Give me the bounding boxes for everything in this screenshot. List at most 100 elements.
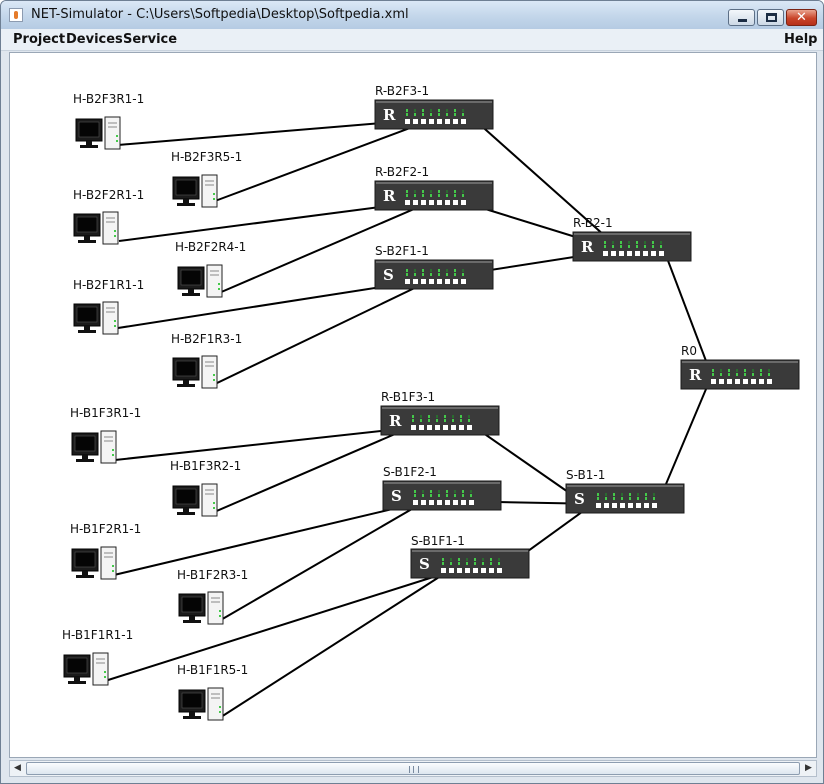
status-led: [420, 415, 422, 418]
horizontal-scrollbar[interactable]: ◀ ▶: [9, 760, 817, 777]
device-r-b2f2-1[interactable]: R: [374, 180, 494, 211]
device-label: R-B2-1: [573, 216, 613, 230]
host-h-b2f2r1-1[interactable]: [73, 211, 119, 245]
host-h-b2f2r4-1[interactable]: [177, 264, 223, 298]
device-s-b2f1-1[interactable]: S: [374, 259, 494, 290]
port: [453, 279, 458, 284]
device-r-b1f3-1[interactable]: R: [380, 405, 500, 436]
host-h-b1f1r1-1[interactable]: [63, 652, 109, 686]
status-led: [428, 419, 430, 422]
scrollbar-thumb[interactable]: [26, 762, 800, 775]
status-led: [446, 113, 448, 116]
menu-devices[interactable]: Devices: [66, 32, 123, 47]
computer-tower-icon: [201, 483, 218, 517]
monitor-base: [68, 681, 86, 684]
tower-case: [100, 430, 117, 464]
status-led: [406, 269, 408, 272]
tower-case: [102, 211, 119, 245]
status-led: [422, 109, 424, 112]
port: [405, 279, 410, 284]
menu-project[interactable]: Project: [13, 32, 66, 47]
status-led: [482, 558, 484, 561]
port: [441, 568, 446, 573]
switch-icon: S: [574, 490, 585, 508]
tower-case: [104, 116, 121, 150]
host-h-b2f3r5-1[interactable]: [172, 174, 218, 208]
status-led: [744, 373, 746, 376]
host-h-b2f1r3-1[interactable]: [172, 355, 218, 389]
status-led: [645, 497, 647, 500]
port: [612, 503, 617, 508]
tower-led: [112, 449, 114, 451]
host-h-b1f2r1-1[interactable]: [71, 546, 117, 580]
computer-monitor-icon: [172, 485, 200, 515]
status-led: [414, 490, 416, 493]
port: [445, 200, 450, 205]
host-h-b1f2r3-1[interactable]: [178, 591, 224, 625]
port: [413, 119, 418, 124]
device-r0[interactable]: R: [680, 359, 800, 390]
status-led: [458, 562, 460, 565]
minimize-button[interactable]: [728, 9, 755, 26]
tower-led: [213, 502, 215, 504]
status-led: [438, 490, 440, 493]
device-s-b1-1[interactable]: S: [565, 483, 685, 514]
status-led: [422, 490, 424, 493]
host-label: H-B2F3R1-1: [73, 92, 145, 106]
maximize-button[interactable]: [757, 9, 784, 26]
device-body: [380, 405, 500, 436]
status-led: [422, 273, 424, 276]
status-led: [466, 558, 468, 561]
computer-monitor-icon: [172, 357, 200, 387]
menu-help[interactable]: Help: [784, 32, 818, 47]
monitor-neck: [86, 141, 92, 145]
device-s-b1f2-1[interactable]: S: [382, 480, 502, 511]
device-s-b1f1-1[interactable]: S: [410, 548, 530, 579]
status-led: [468, 419, 470, 422]
port: [429, 279, 434, 284]
monitor-screen: [66, 657, 88, 674]
tower-led: [112, 454, 114, 456]
port: [413, 500, 418, 505]
host-h-b2f3r1-1[interactable]: [75, 116, 121, 150]
monitor-neck: [183, 508, 189, 512]
port: [620, 503, 625, 508]
host-h-b2f1r1-1[interactable]: [73, 301, 119, 335]
router-icon: R: [383, 187, 396, 205]
host-h-b1f3r1-1[interactable]: [71, 430, 117, 464]
status-led: [446, 269, 448, 272]
status-led: [653, 497, 655, 500]
close-button[interactable]: ✕: [786, 9, 817, 26]
menu-service[interactable]: Service: [123, 32, 178, 47]
monitor-screen: [76, 306, 98, 323]
status-led: [728, 369, 730, 372]
port: [719, 379, 724, 384]
tower-led: [116, 140, 118, 142]
port: [727, 379, 732, 384]
cable-H-B2F2R4-1-R-B2F2-1: [218, 202, 429, 294]
status-led: [422, 269, 424, 272]
device-r-b2-1[interactable]: R: [572, 231, 692, 262]
status-led: [454, 109, 456, 112]
status-led: [604, 245, 606, 248]
status-led: [462, 490, 464, 493]
status-led: [628, 241, 630, 244]
monitor-base: [76, 575, 94, 578]
scroll-left-icon[interactable]: ◀: [14, 763, 21, 773]
device-r-b2f3-1[interactable]: R: [374, 99, 494, 130]
status-led: [728, 373, 730, 376]
status-led: [490, 558, 492, 561]
status-led: [430, 273, 432, 276]
status-led: [436, 415, 438, 418]
close-icon: ✕: [796, 10, 807, 25]
device-bevel: [376, 182, 492, 184]
scroll-right-icon[interactable]: ▶: [805, 763, 812, 773]
host-h-b1f1r5-1[interactable]: [178, 687, 224, 721]
status-led: [660, 245, 662, 248]
title-bar[interactable]: NET-Simulator - C:\Users\Softpedia\Deskt…: [1, 1, 823, 29]
host-h-b1f3r2-1[interactable]: [172, 483, 218, 517]
computer-tower-icon: [102, 301, 119, 335]
monitor-neck: [189, 712, 195, 716]
status-led: [430, 113, 432, 116]
